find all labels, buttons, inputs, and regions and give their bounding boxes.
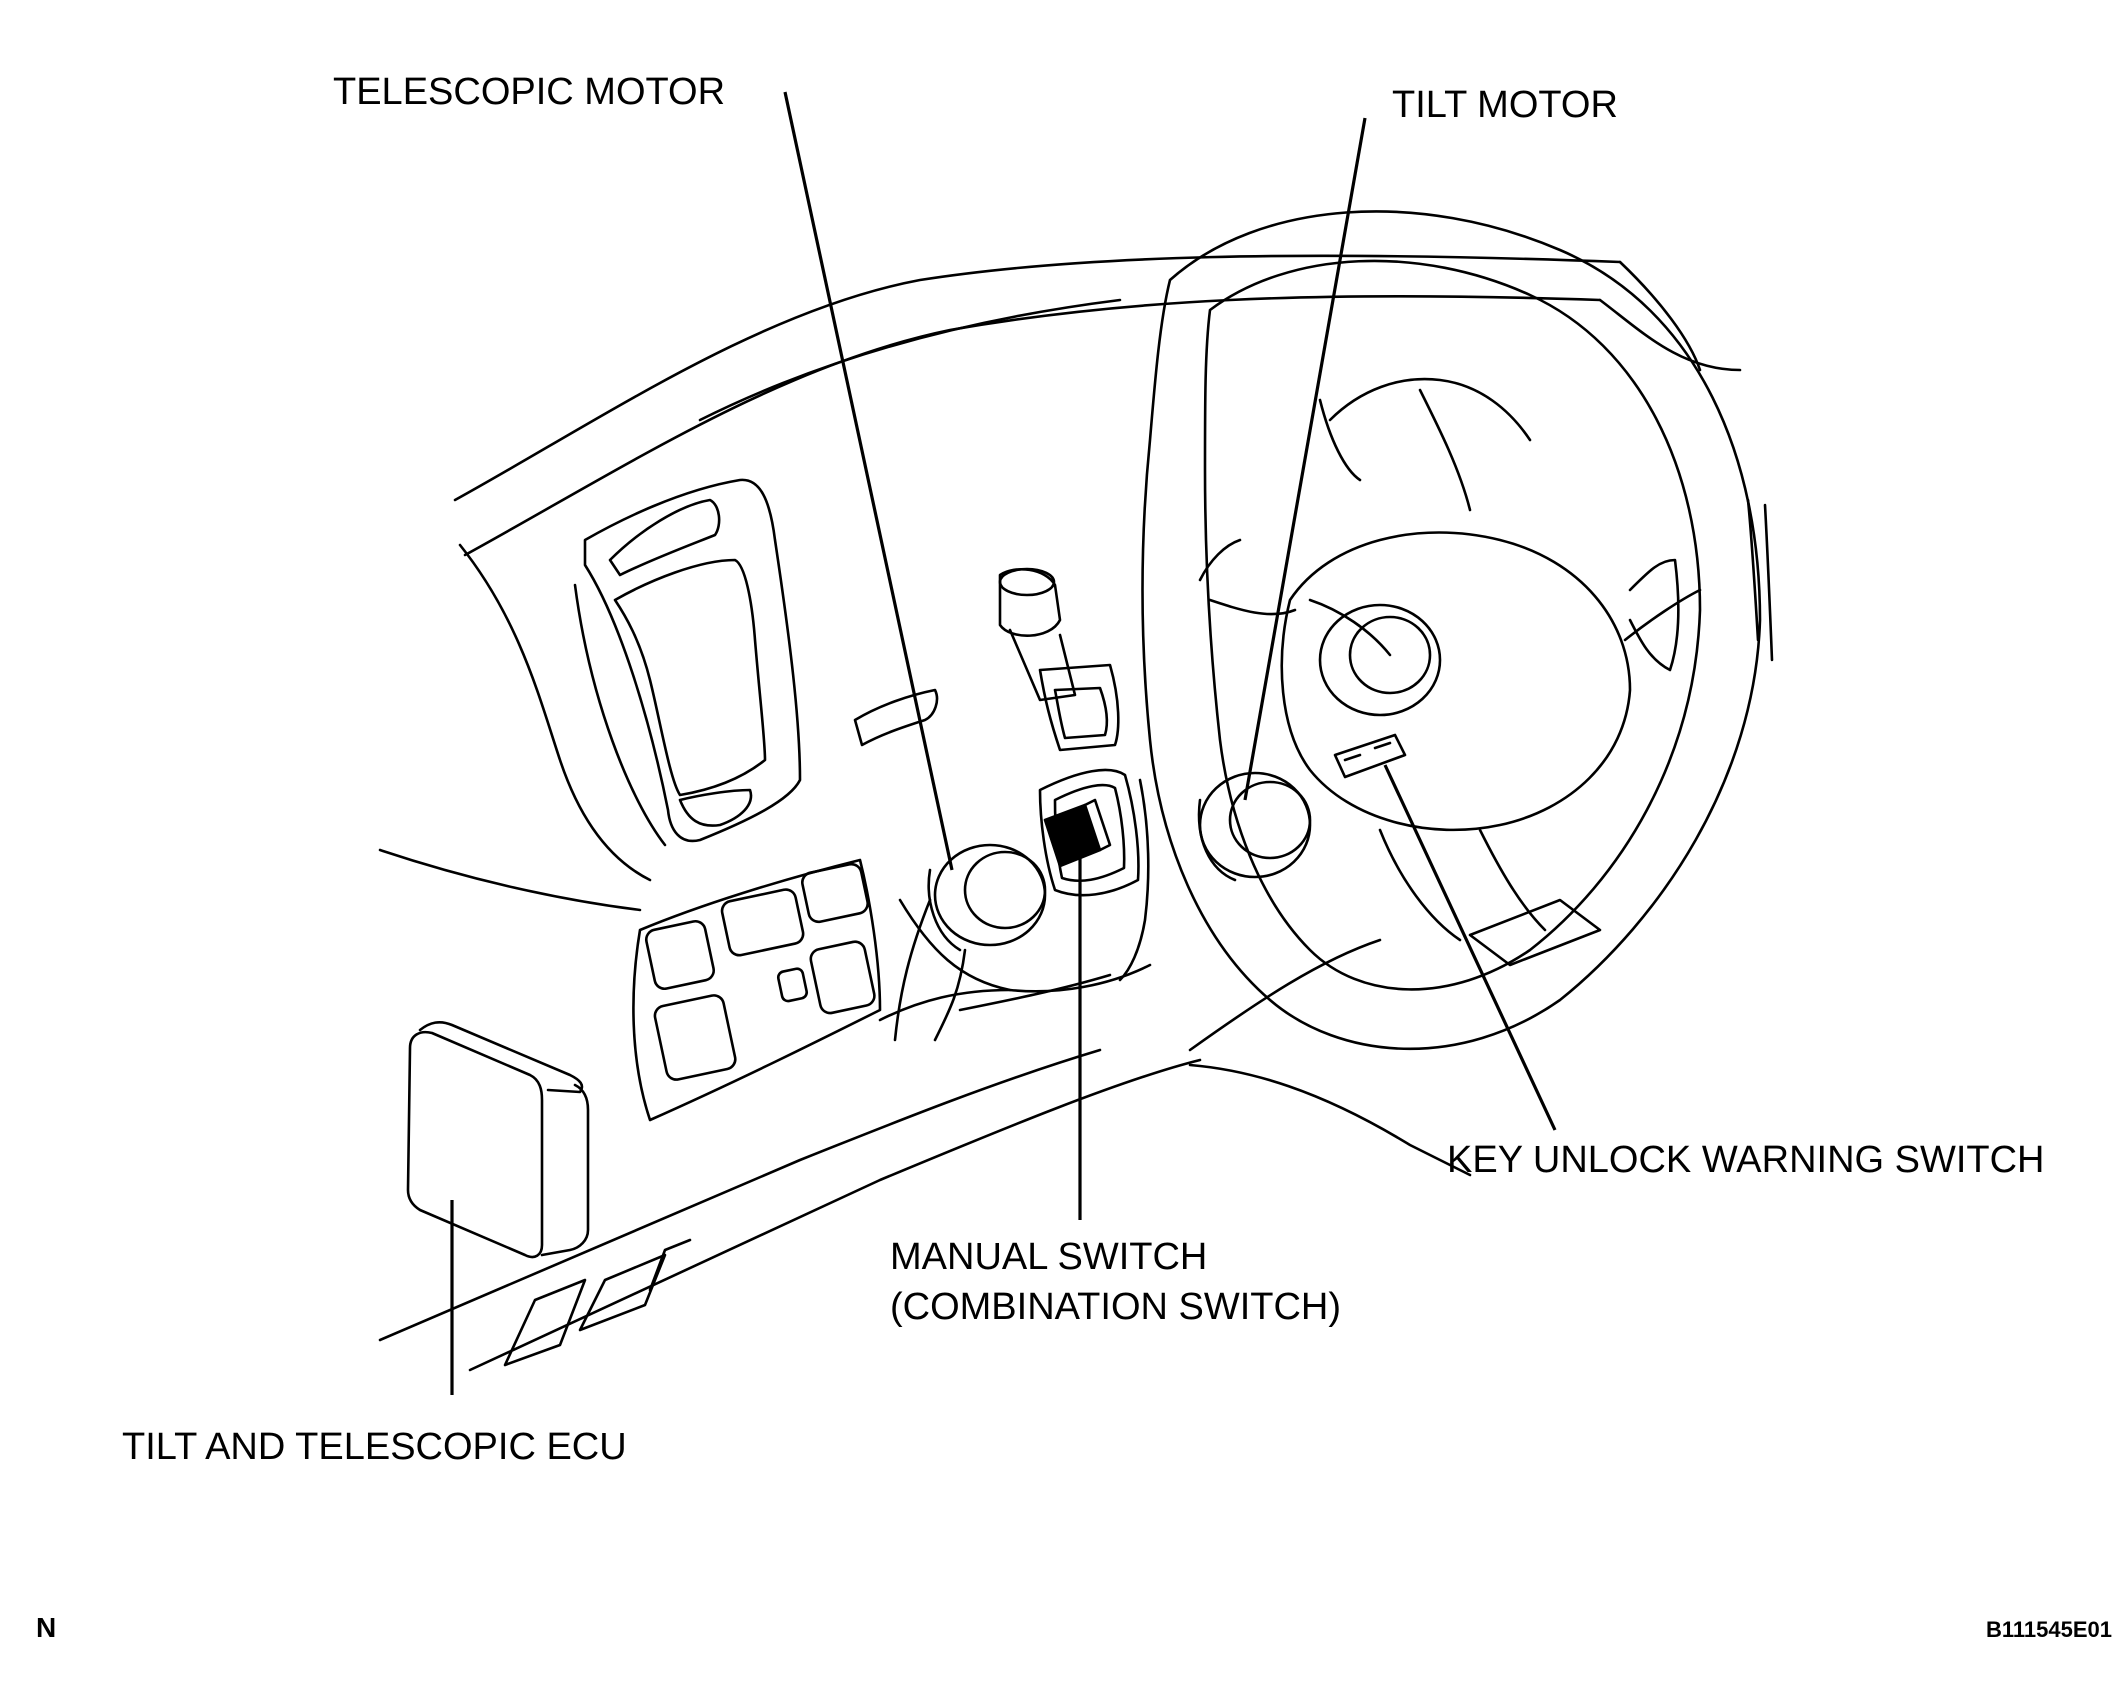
dash-left-contour	[458, 543, 652, 882]
center-display-inner	[613, 558, 767, 797]
gauge-inner	[1348, 615, 1432, 695]
hub-upper-spoke-right	[1623, 588, 1702, 642]
ecu-top-face	[418, 1020, 584, 1094]
steering-wheel-rim-outer	[1141, 210, 1762, 1051]
knee-panel-vent-2	[578, 1253, 667, 1332]
climate-button-3	[801, 862, 869, 924]
manual-switch-knob	[1043, 803, 1102, 868]
left-vent-slot	[853, 688, 939, 747]
dash-far-right-line	[1746, 498, 1760, 642]
manual-switch-bezel	[1038, 768, 1140, 897]
dash-top-inner-line	[463, 294, 1602, 557]
key-unlock-switch	[1333, 733, 1407, 779]
telescopic-motor-face	[963, 850, 1047, 930]
wheel-left-detail	[1198, 538, 1242, 582]
gauge-needle	[1308, 598, 1392, 657]
wheel-upper-detail-2	[1418, 388, 1472, 512]
label-key-unlock-warning-switch: KEY UNLOCK WARNING SWITCH	[1447, 1139, 2045, 1181]
leader-key-unlock	[1383, 764, 1557, 1131]
corner-mark: N	[36, 1612, 57, 1643]
figure-code: B111545E01	[1986, 1617, 2113, 1642]
label-telescopic-motor: TELESCOPIC MOTOR	[333, 71, 726, 113]
hub-lower-spoke	[1378, 828, 1547, 942]
lower-dash-line-1	[378, 1048, 1102, 1342]
dash-right-edge	[1618, 260, 1702, 372]
label-tilt-telescopic-ecu: TILT AND TELESCOPIC ECU	[122, 1426, 627, 1468]
dashboard-artwork	[378, 210, 1774, 1372]
center-vent-bottom	[678, 788, 753, 827]
label-manual-switch-line1: MANUAL SWITCH	[890, 1236, 1208, 1278]
wheel-upper-detail-3	[1318, 398, 1362, 482]
dash-top-line	[453, 254, 1622, 502]
label-manual-switch-line2: (COMBINATION SWITCH)	[890, 1286, 1342, 1328]
center-display-outer	[583, 478, 802, 843]
climate-button-5	[776, 967, 809, 1003]
shift-knob-top	[998, 567, 1056, 597]
climate-button-1	[644, 919, 716, 991]
column-cover-right	[1118, 778, 1150, 982]
column-base-line	[958, 973, 1112, 1012]
knee-panel-vent-1	[503, 1278, 587, 1367]
hub-lower-cover	[1468, 898, 1602, 967]
climate-panel-outer	[632, 858, 882, 1122]
ecu-front-face	[406, 1030, 544, 1259]
center-vent-top	[608, 498, 721, 577]
tilt-motor-face	[1228, 780, 1312, 860]
label-tilt-motor: TILT MOTOR	[1392, 84, 1618, 126]
telescopic-motor-housing	[927, 868, 962, 952]
ecu-side-face	[540, 1083, 590, 1257]
shift-gate-inner	[1053, 686, 1109, 740]
leader-telescopic-motor	[783, 91, 954, 871]
climate-button-6	[809, 940, 876, 1015]
lower-dash-line-3	[1188, 1063, 1472, 1177]
hub-right-spoke	[1628, 558, 1680, 672]
steering-wheel-hub	[1280, 531, 1632, 832]
steering-wheel-rim-inner	[1203, 259, 1702, 991]
shift-knob	[998, 568, 1062, 637]
climate-button-4	[653, 994, 737, 1081]
dash-right-panel	[1598, 298, 1742, 372]
dash-far-right-line-2	[1763, 503, 1774, 662]
tilt-motor-housing	[1197, 798, 1237, 882]
telescopic-motor-mount	[893, 898, 932, 1042]
dash-left-lower-line	[378, 848, 642, 912]
key-unlock-switch-tab	[1343, 741, 1392, 762]
telescopic-motor-mount-2	[933, 948, 967, 1042]
center-display-frame	[573, 583, 667, 847]
wheel-upper-detail-1	[1328, 377, 1532, 442]
hub-upper-spoke-left	[1208, 598, 1297, 616]
tilt-telescopic-ecu-box	[406, 1020, 590, 1259]
gauge-outer	[1318, 603, 1442, 717]
leader-tilt-motor	[1243, 117, 1367, 801]
shift-gate	[1038, 663, 1120, 752]
knee-panel-vent-3	[648, 1238, 692, 1292]
leader-lines	[450, 91, 1557, 1395]
lower-dash-line-4	[1188, 938, 1382, 1052]
dash-upper-contour	[698, 298, 1122, 422]
climate-button-2	[720, 888, 805, 957]
column-cover-lower	[878, 988, 1012, 1022]
manual-switch-knob-face	[1083, 798, 1112, 852]
